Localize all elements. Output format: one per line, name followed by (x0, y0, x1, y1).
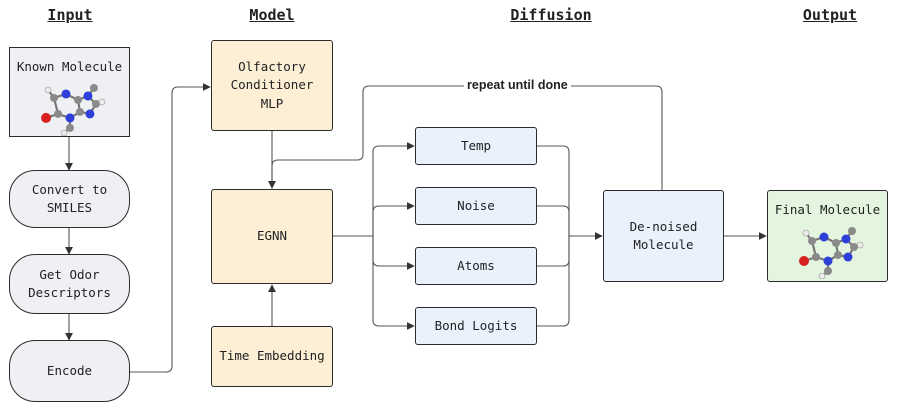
denoised-molecule-box: De-noised Molecule (603, 190, 724, 282)
final-molecule-label: Final Molecule (774, 202, 881, 217)
header-output: Output (802, 6, 858, 24)
egnn-box: EGNN (211, 189, 333, 284)
caffeine-molecule-icon (798, 227, 863, 280)
known-molecule-label: Known Molecule (16, 59, 123, 74)
final-molecule-box: Final Molecule (767, 190, 888, 282)
noise-output-box: Noise (415, 187, 537, 225)
odor-descriptors-step: Get Odor Descriptors (9, 254, 130, 314)
temp-output-box: Temp (415, 127, 537, 165)
atoms-output-box: Atoms (415, 247, 537, 285)
convert-smiles-step: Convert to SMILES (9, 170, 130, 228)
time-embedding-box: Time Embedding (211, 326, 333, 387)
repeat-loop-label: repeat until done (464, 78, 571, 92)
header-input: Input (47, 6, 93, 24)
olfactory-conditioner-box: Olfactory Conditioner MLP (211, 40, 333, 131)
caffeine-molecule-icon (40, 84, 105, 136)
bond-logits-output-box: Bond Logits (415, 307, 537, 345)
header-model: Model (249, 6, 295, 24)
header-diffusion: Diffusion (510, 6, 592, 24)
encode-step: Encode (9, 340, 130, 402)
known-molecule-box: Known Molecule (9, 47, 130, 137)
